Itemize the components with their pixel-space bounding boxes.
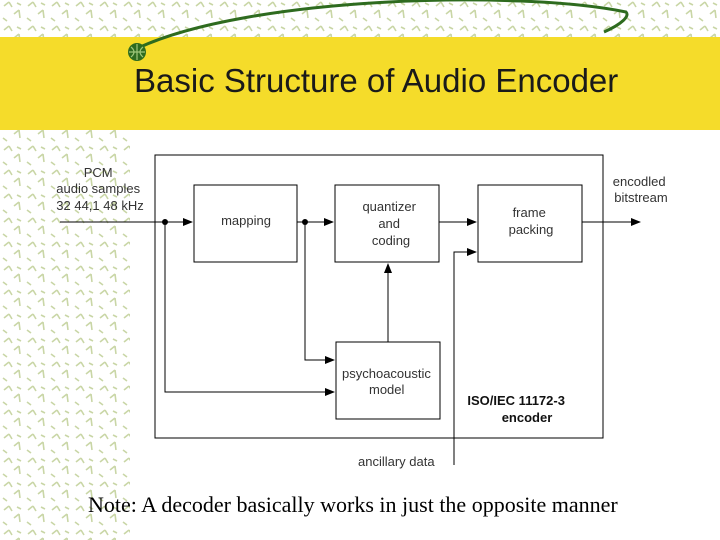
encoder-boundary: [154, 154, 604, 439]
globe-logo-icon: [128, 43, 146, 61]
ancillary-data-label: ancillary data: [358, 454, 435, 469]
frame-packing-block: [477, 184, 583, 263]
junction-dot: [162, 219, 168, 225]
title-band: [0, 37, 720, 130]
frame-packing-label: frame packing: [509, 205, 554, 237]
mapping-label: mapping: [221, 213, 271, 228]
encoder-diagram: PCM audio samples 32 44,1 48 kHz encodle…: [56, 154, 669, 469]
signal-lines: [60, 218, 641, 465]
quantizer-label: quantizer and coding: [362, 199, 419, 248]
note-text: Note: A decoder basically works in just …: [88, 492, 618, 517]
input-label: PCM audio samples 32 44,1 48 kHz: [56, 165, 143, 213]
mapping-block: [193, 184, 298, 263]
standard-label: ISO/IEC 11172-3 encoder: [467, 393, 568, 425]
quantizer-block: [334, 184, 440, 263]
output-label: encodled bitstream: [613, 174, 669, 205]
psychoacoustic-label: psychoacoustic model: [342, 366, 435, 397]
page-title: Basic Structure of Audio Encoder: [134, 62, 619, 99]
title-swoosh: [128, 0, 629, 61]
junction-dot: [302, 219, 308, 225]
psychoacoustic-block: [335, 341, 441, 420]
